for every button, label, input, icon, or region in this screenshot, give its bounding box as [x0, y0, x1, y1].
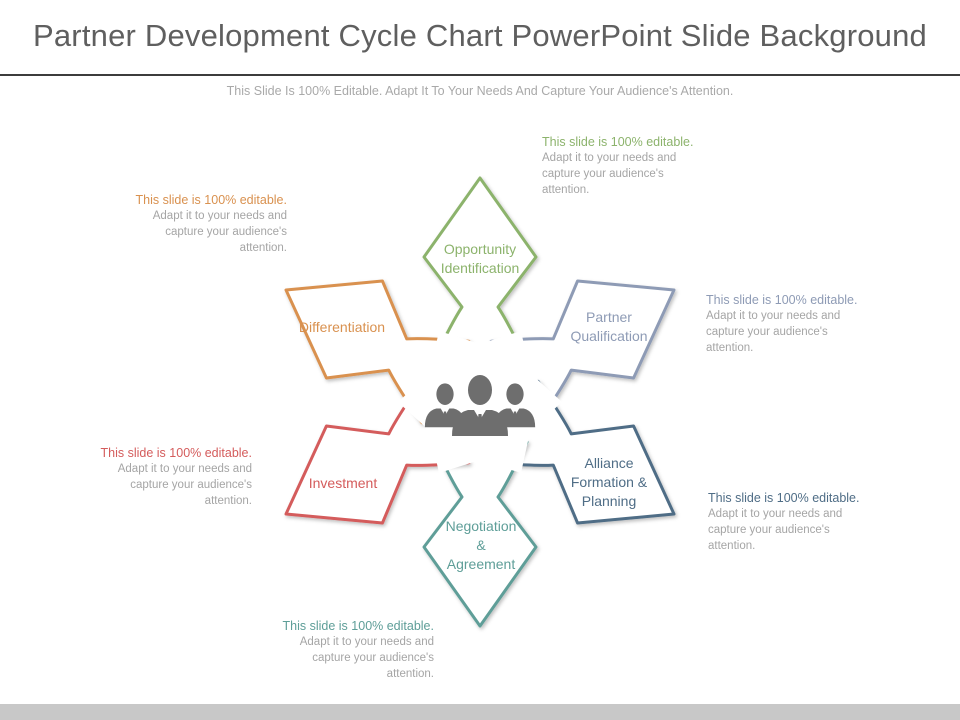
callout-heading: This slide is 100% editable. — [542, 135, 694, 149]
callout-opportunity: This slide is 100% editable. Adapt it to… — [542, 134, 722, 198]
callout-body: Adapt it to your needs and capture your … — [706, 310, 841, 354]
callout-alliance: This slide is 100% editable. Adapt it to… — [708, 490, 888, 554]
callout-heading: This slide is 100% editable. — [282, 619, 434, 633]
callout-heading: This slide is 100% editable. — [706, 293, 858, 307]
callout-body: Adapt it to your needs and capture your … — [299, 636, 434, 680]
stage-label-line: Investment — [308, 475, 378, 491]
person-center-icon — [452, 375, 508, 436]
title-divider — [0, 74, 960, 76]
stage-label-line: Alliance — [584, 455, 634, 471]
callout-investment: This slide is 100% editable. Adapt it to… — [72, 445, 252, 509]
callout-negotiation: This slide is 100% editable. Adapt it to… — [254, 618, 434, 682]
callout-body: Adapt it to your needs and capture your … — [542, 152, 677, 196]
stage-label-differentiation: Differentiation — [282, 318, 402, 337]
page-subtitle: This Slide Is 100% Editable. Adapt It To… — [226, 84, 734, 98]
callout-body: Adapt it to your needs and capture your … — [152, 210, 287, 254]
stage-label-line: Opportunity — [443, 241, 517, 257]
stage-label-investment: Investment — [283, 474, 403, 493]
callout-body: Adapt it to your needs and capture your … — [117, 463, 252, 507]
stage-label-negotiation: Negotiation & Agreement — [421, 517, 541, 574]
callout-heading: This slide is 100% editable. — [135, 193, 287, 207]
stage-label-line: Differentiation — [298, 319, 386, 335]
callout-body: Adapt it to your needs and capture your … — [708, 508, 843, 552]
stage-label-qualification: Partner Qualification — [549, 308, 669, 346]
callout-heading: This slide is 100% editable. — [100, 446, 252, 460]
callout-qualification: This slide is 100% editable. Adapt it to… — [706, 292, 886, 356]
callout-heading: This slide is 100% editable. — [708, 491, 860, 505]
callout-differentiation: This slide is 100% editable. Adapt it to… — [107, 192, 287, 256]
stage-label-line: Planning — [581, 493, 637, 509]
people-group-icon — [424, 375, 536, 436]
stage-label-line: Agreement — [446, 556, 516, 572]
stage-label-line: Formation & — [570, 474, 648, 490]
stage-label-alliance: Alliance Formation & Planning — [549, 454, 669, 511]
stage-label-opportunity: Opportunity Identification — [420, 240, 540, 278]
page-title: Partner Development Cycle Chart PowerPoi… — [32, 18, 927, 53]
stage-label-line: Identification — [440, 260, 520, 276]
stage-label-line: & — [476, 537, 486, 553]
stage-label-line: Negotiation — [445, 518, 517, 534]
footer-bar — [0, 704, 960, 720]
stage-label-line: Partner — [586, 309, 632, 325]
stage-label-line: Qualification — [570, 328, 648, 344]
